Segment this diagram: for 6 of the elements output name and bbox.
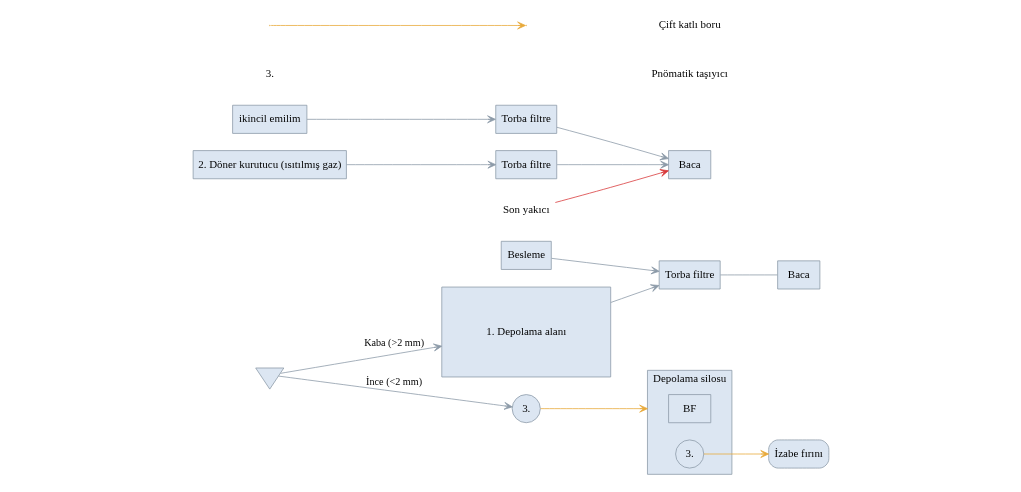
node-text: Son yakıcı <box>502 202 549 215</box>
edge-label: Kaba (>2 mm) <box>363 337 424 349</box>
label: 3. <box>265 66 274 79</box>
edge-label: İnce (<2 mm) <box>365 375 422 387</box>
legend-label: Çift katlı boru <box>658 18 721 31</box>
legend-label: Pnömatik taşıyıcı <box>651 66 728 79</box>
